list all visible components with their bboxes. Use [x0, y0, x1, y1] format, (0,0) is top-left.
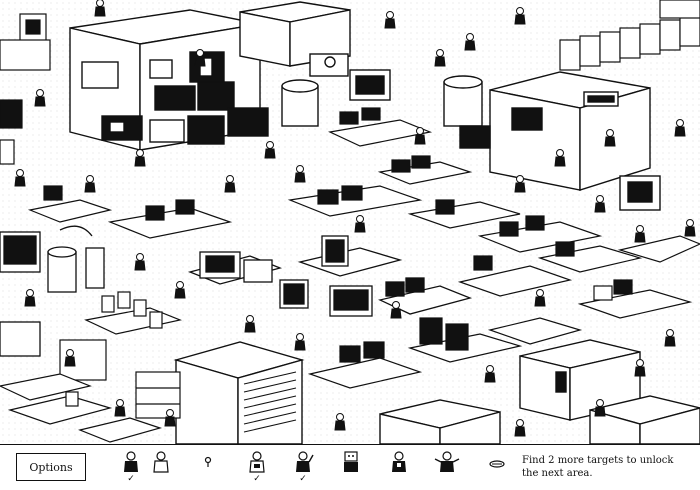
tanks	[281, 75, 483, 127]
right-desks	[457, 235, 700, 319]
found-check: ✓	[253, 474, 261, 484]
target-item[interactable]	[484, 450, 510, 484]
options-button[interactable]: Options	[16, 453, 86, 481]
person-icon	[153, 451, 169, 473]
warehouse	[173, 341, 305, 444]
arms-out-person-icon	[434, 451, 460, 472]
top-left-props	[0, 13, 51, 165]
person-icon	[392, 451, 406, 472]
key-icon	[204, 456, 212, 467]
central-building	[69, 9, 269, 151]
hint-text: Find 2 more targets to unlock the next a…	[522, 455, 674, 479]
target-person-4[interactable]	[386, 450, 412, 484]
lower-desks	[307, 317, 583, 389]
containers	[379, 339, 700, 444]
desk-rows	[27, 107, 603, 253]
person-icon	[249, 451, 265, 473]
robot-icon	[344, 451, 358, 472]
middle-cluster	[187, 235, 473, 317]
game-scene[interactable]	[0, 0, 700, 444]
targets-bar: Options ✓ ✓ ✓	[0, 444, 700, 490]
target-person-3[interactable]: ✓	[244, 450, 270, 484]
target-person-waving[interactable]: ✓	[290, 450, 316, 484]
waving-person-icon	[296, 451, 314, 472]
target-person-2[interactable]	[148, 450, 174, 484]
found-check: ✓	[127, 474, 135, 484]
target-person-1[interactable]: ✓	[118, 450, 144, 484]
target-person-arms-out[interactable]	[434, 450, 460, 484]
target-key[interactable]	[195, 450, 221, 484]
top-building	[239, 1, 391, 101]
person-icon	[124, 451, 138, 472]
bottom-left-tables	[7, 391, 163, 443]
left-machinery	[0, 225, 105, 357]
found-check: ✓	[299, 474, 307, 484]
target-robot[interactable]	[338, 450, 364, 484]
lockers	[559, 0, 700, 71]
crowd	[14, 0, 696, 437]
small-item-icon	[489, 460, 505, 468]
